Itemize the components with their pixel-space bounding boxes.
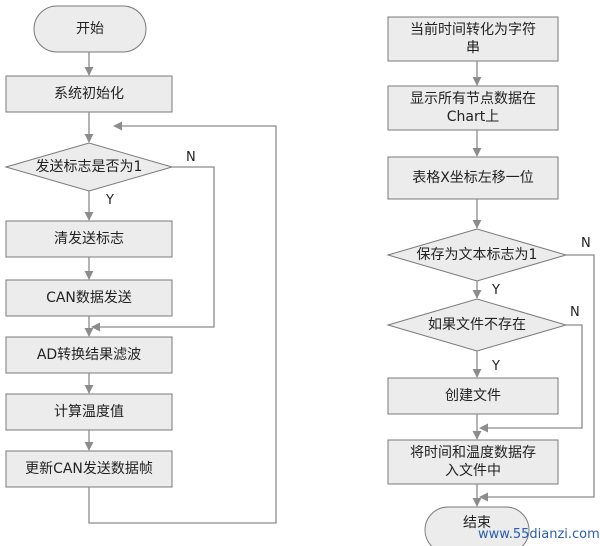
clear-flag-label: 清发送标志 [54, 231, 124, 247]
init-box [5, 75, 173, 113]
time-to-string-label: 当前时间转化为字符 串 [410, 22, 536, 56]
show-nodes-box [387, 85, 559, 131]
write-file-box [387, 439, 559, 485]
yes-label-file: Y [492, 359, 500, 374]
yes-label-left: Y [106, 193, 114, 208]
clear-flag-box [5, 220, 173, 258]
calc-temp-box [5, 393, 173, 431]
show-nodes-label: 显示所有节点数据在 Chart上 [410, 91, 536, 125]
start-terminal [33, 5, 147, 53]
can-send-box [5, 279, 173, 317]
shift-x-box [387, 156, 559, 200]
can-send-label: CAN数据发送 [46, 290, 132, 306]
save-flag-label: 保存为文本标志为1 [416, 247, 538, 263]
no-label-save: N [581, 236, 591, 251]
watermark: www.55dianzi.com [478, 527, 600, 542]
time-to-string-box [387, 16, 559, 62]
end-terminal [424, 506, 530, 546]
no-label-file: N [570, 305, 580, 320]
update-frame-label: 更新CAN发送数据帧 [25, 461, 153, 477]
write-file-label: 将时间和温度数据存 入文件中 [410, 445, 536, 479]
yes-label-save: Y [492, 283, 500, 298]
start-label: 开始 [76, 21, 104, 37]
create-file-box [387, 377, 559, 415]
create-file-label: 创建文件 [445, 388, 501, 404]
send-flag-label: 发送标志是否为1 [35, 159, 143, 175]
init-label: 系统初始化 [54, 86, 124, 102]
file-missing-label: 如果文件不存在 [428, 317, 526, 333]
ad-filter-label: AD转换结果滤波 [36, 347, 142, 363]
no-label-left: N [186, 150, 196, 165]
calc-temp-label: 计算温度值 [54, 404, 124, 420]
shift-x-label: 表格X坐标左移一位 [412, 170, 534, 186]
update-frame-box [5, 450, 173, 488]
end-label: 结束 [463, 515, 491, 531]
